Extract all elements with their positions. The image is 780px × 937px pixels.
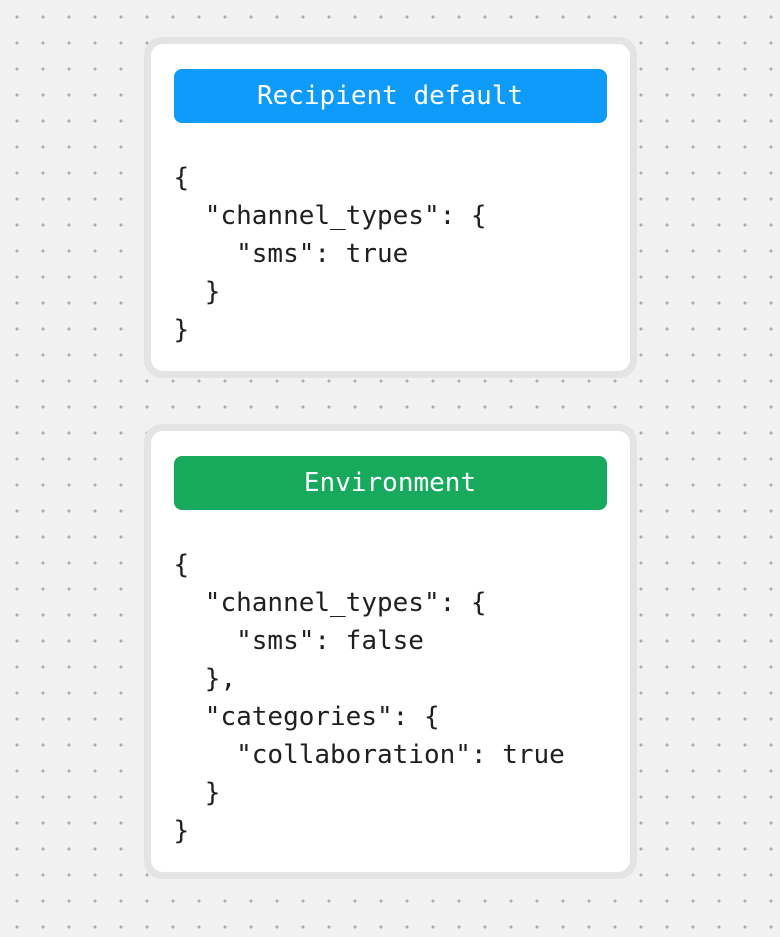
recipient-default-card: Recipient default { "channel_types": { "… (143, 37, 637, 378)
environment-card: Environment { "channel_types": { "sms": … (143, 424, 637, 879)
environment-header-badge: Environment (173, 456, 607, 510)
recipient-default-json-code: { "channel_types": { "sms": true } } (173, 163, 487, 345)
recipient-default-header-badge: Recipient default (173, 69, 607, 123)
recipient-default-card-body: Recipient default { "channel_types": { "… (150, 44, 630, 371)
environment-json-code: { "channel_types": { "sms": false }, "ca… (173, 550, 565, 846)
environment-card-body: Environment { "channel_types": { "sms": … (150, 431, 630, 872)
dotted-canvas: { "page": { "background_color": "#F1F1F2… (0, 37, 780, 937)
